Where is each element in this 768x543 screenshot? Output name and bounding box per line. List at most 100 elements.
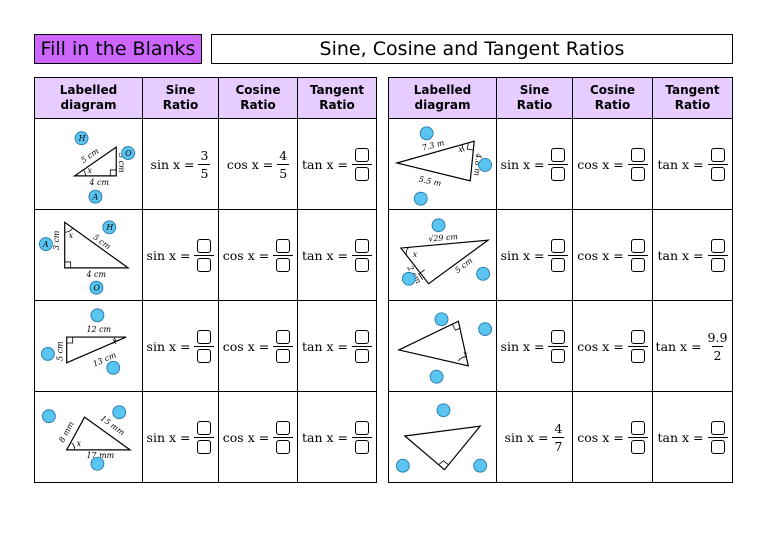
- svg-text:8 mm: 8 mm: [57, 420, 76, 444]
- answer-box[interactable]: [551, 348, 566, 363]
- tangent-cell: tan x =: [297, 118, 377, 210]
- answer-box[interactable]: [276, 257, 291, 272]
- sine-cell: sin x =: [496, 118, 573, 210]
- table-row: x 12 cm 5 cm 13 cm sin x = cos x = tan x…: [34, 300, 377, 392]
- svg-text:5 cm: 5 cm: [56, 341, 65, 360]
- answer-box[interactable]: [355, 166, 369, 181]
- tangent-cell: tan x =: [297, 300, 377, 392]
- answer-box[interactable]: [630, 238, 645, 253]
- answer-box[interactable]: [630, 348, 645, 363]
- blank-circle-icon[interactable]: [431, 218, 446, 233]
- svg-text:x: x: [112, 337, 117, 346]
- answer-box[interactable]: [197, 238, 212, 253]
- svg-text:H: H: [78, 134, 87, 143]
- answer-box[interactable]: [355, 439, 369, 454]
- table-row: x 3 cm 5 cm 4 cm H A O sin x = cos x = t…: [34, 209, 377, 301]
- blank-circle-icon[interactable]: [478, 158, 493, 172]
- blank-circle-icon[interactable]: [90, 456, 105, 471]
- answer-box[interactable]: [355, 238, 369, 253]
- answer-box[interactable]: [551, 238, 566, 253]
- tangent-cell: tan x =: [652, 391, 733, 483]
- answer-box[interactable]: [630, 439, 645, 454]
- answer-box[interactable]: [551, 329, 566, 344]
- blank-circle-icon[interactable]: [106, 360, 121, 375]
- answer-box[interactable]: [710, 420, 725, 435]
- sine-cell: sin x =: [496, 300, 573, 392]
- answer-box[interactable]: [355, 329, 369, 344]
- answer-box[interactable]: [276, 329, 291, 344]
- answer-box[interactable]: [710, 257, 725, 272]
- answer-box[interactable]: [551, 147, 566, 162]
- blank-circle-icon[interactable]: [419, 126, 434, 141]
- answer-box[interactable]: [197, 329, 212, 344]
- answer-box[interactable]: [197, 439, 212, 454]
- answer-box[interactable]: [551, 257, 566, 272]
- table-row: x 7.3 m 4.8 m 5.5 m sin x = cos x = tan …: [388, 118, 733, 210]
- svg-text:x: x: [413, 250, 418, 259]
- answer-box[interactable]: [197, 348, 212, 363]
- answer-box[interactable]: [630, 420, 645, 435]
- answer-box[interactable]: [710, 147, 725, 162]
- worksheet-title: Sine, Cosine and Tangent Ratios: [211, 34, 733, 64]
- answer-box[interactable]: [630, 257, 645, 272]
- diagram-cell: [388, 391, 497, 483]
- answer-box[interactable]: [630, 147, 645, 162]
- answer-box[interactable]: [710, 439, 725, 454]
- answer-box[interactable]: [355, 420, 369, 435]
- hyp-circle-icon[interactable]: [102, 220, 117, 235]
- blank-circle-icon[interactable]: [478, 322, 493, 337]
- answer-box[interactable]: [276, 439, 291, 454]
- blank-circle-icon[interactable]: [41, 409, 56, 424]
- table-row: x 8 mm 15 mm 17 mm sin x = cos x = tan x…: [34, 391, 377, 483]
- answer-box[interactable]: [276, 238, 291, 253]
- adj-circle-icon[interactable]: [88, 189, 103, 204]
- blank-circle-icon[interactable]: [395, 458, 410, 473]
- answer-box[interactable]: [276, 420, 291, 435]
- answer-box[interactable]: [355, 257, 369, 272]
- cosine-cell: cos x =: [572, 391, 653, 483]
- blank-circle-icon[interactable]: [434, 312, 449, 327]
- blank-circle-icon[interactable]: [436, 403, 451, 418]
- answer-box[interactable]: [355, 348, 369, 363]
- answer-box[interactable]: [630, 329, 645, 344]
- triangle-diagram: x 12 cm 5 cm 13 cm: [40, 308, 127, 375]
- blank-circle-icon[interactable]: [476, 266, 491, 281]
- answer-box[interactable]: [197, 420, 212, 435]
- triangle-diagram: [395, 403, 488, 473]
- blank-circle-icon[interactable]: [473, 458, 488, 473]
- answer-box[interactable]: [630, 166, 645, 181]
- blank-circle-icon[interactable]: [40, 346, 55, 361]
- adj-circle-icon[interactable]: [38, 237, 53, 252]
- answer-box[interactable]: [355, 147, 369, 162]
- triangle-diagram: x: [397, 312, 493, 384]
- svg-text:17 mm: 17 mm: [87, 451, 115, 460]
- opp-circle-icon[interactable]: [121, 146, 136, 161]
- blank-circle-icon[interactable]: [112, 405, 127, 420]
- answer-box[interactable]: [551, 166, 566, 181]
- blank-circle-icon[interactable]: [401, 271, 416, 286]
- answer-box[interactable]: [710, 166, 725, 181]
- sine-cell: sin x =: [142, 209, 219, 301]
- opp-circle-icon[interactable]: [89, 280, 104, 295]
- blank-circle-icon[interactable]: [90, 308, 105, 323]
- blank-circle-icon[interactable]: [413, 191, 428, 206]
- cosine-cell: cos x =: [218, 209, 298, 301]
- cosine-cell: cos x =: [572, 300, 653, 392]
- svg-text:4.8 m: 4.8 m: [472, 152, 483, 176]
- blank-circle-icon[interactable]: [429, 369, 444, 384]
- sine-cell: sin x =: [496, 209, 573, 301]
- svg-text:O: O: [93, 284, 100, 293]
- diagram-cell: x √29 cm 2 cm 5 cm: [388, 209, 497, 301]
- svg-text:4 cm: 4 cm: [86, 270, 106, 279]
- hyp-circle-icon[interactable]: [74, 131, 89, 146]
- answer-box[interactable]: [710, 238, 725, 253]
- answer-box[interactable]: [197, 257, 212, 272]
- answer-box[interactable]: [276, 348, 291, 363]
